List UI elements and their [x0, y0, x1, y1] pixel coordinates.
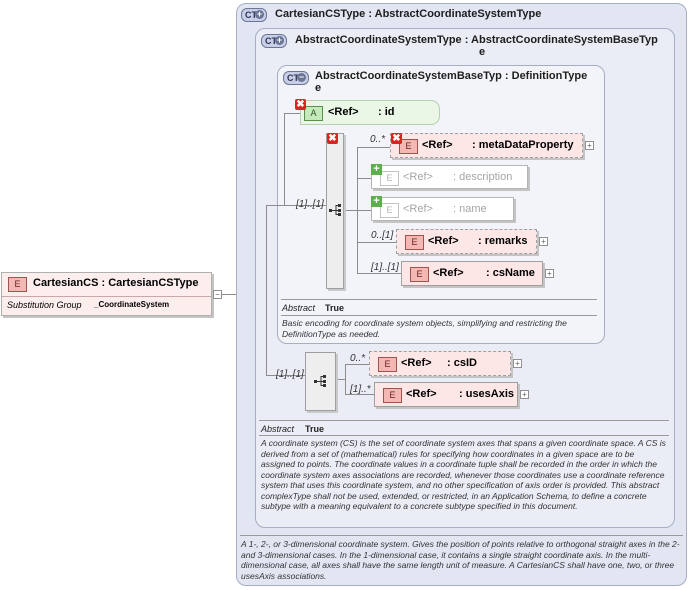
metadataproperty-cardinality: 0..* [370, 134, 386, 145]
element-ref: <Ref> [433, 267, 464, 279]
annotation-divider [240, 535, 683, 536]
attribute-ref: <Ref> [328, 106, 359, 118]
element-name: : csName [486, 267, 535, 279]
connector [357, 242, 396, 243]
usesaxis-cardinality: [1]..* [350, 384, 371, 395]
prohibited-x-icon: ✖ [391, 133, 402, 144]
element-ref: <Ref> [403, 203, 433, 215]
seq2-cardinality: [1]..[1] [276, 369, 304, 380]
substitution-group-value: _CoordinateSystem [94, 300, 170, 309]
expand-plus-icon[interactable]: + [539, 237, 548, 246]
optional-plus-icon: + [371, 196, 382, 207]
annotation-divider [259, 435, 669, 436]
root-divider [2, 296, 211, 297]
element-icon: E [405, 235, 424, 250]
mid-abstract-label: Abstract [261, 424, 295, 434]
element-icon: E [383, 388, 402, 403]
connector [345, 394, 374, 395]
sequence-compositor-2[interactable] [305, 352, 336, 411]
connector [284, 113, 300, 114]
connector [357, 178, 371, 179]
attribute-name: : id [378, 106, 395, 118]
sequence-icon [314, 375, 328, 387]
outer-annotation-text: A 1-, 2-, or 3-dimensional coordinate sy… [241, 539, 680, 581]
annotation-divider [281, 299, 597, 300]
optional-plus-icon: + [371, 164, 382, 175]
csid-cardinality: 0..* [350, 353, 366, 364]
ct-badge-icon[interactable]: CT− [283, 71, 309, 85]
element-csid[interactable]: E <Ref> : csID [369, 351, 511, 376]
substitution-group-label: Substitution Group [7, 300, 82, 310]
element-icon: E [399, 139, 418, 154]
annotation-divider [281, 315, 597, 316]
element-name: : metaDataProperty [472, 139, 574, 151]
ct-mid-title-line2: e [479, 46, 486, 58]
element-icon: E [380, 203, 399, 218]
element-icon: E [378, 357, 397, 372]
sequence-compositor-1[interactable] [326, 133, 344, 289]
ct-badge-icon[interactable]: CT+ [241, 8, 267, 22]
ct-badge-icon[interactable]: CT+ [261, 34, 287, 48]
connector [266, 375, 305, 376]
connector [357, 147, 390, 148]
mid-annotation-text: A coordinate system (CS) is the set of c… [261, 438, 666, 511]
prohibited-x-icon: ✖ [295, 99, 306, 110]
element-ref: <Ref> [406, 388, 437, 400]
root-collapse-icon[interactable]: − [213, 290, 222, 299]
connector [266, 205, 284, 206]
expand-plus-icon[interactable]: + [513, 359, 522, 368]
connector [345, 364, 369, 365]
mid-abstract-value: True [305, 424, 325, 434]
element-ref: <Ref> [401, 357, 432, 369]
root-element-title: CartesianCS : CartesianCSType [33, 277, 199, 289]
prohibited-x-icon: ✖ [327, 133, 338, 144]
element-name: : description [453, 171, 513, 183]
attribute-id[interactable]: A <Ref> : id [300, 100, 440, 125]
ct-outer-title: CartesianCSType : AbstractCoordinateSyst… [275, 8, 542, 20]
root-connector [222, 294, 236, 295]
inner-abstract-value: True [325, 303, 345, 313]
element-remarks[interactable]: E <Ref> : remarks [396, 229, 537, 254]
inner-abstract-label: Abstract [282, 303, 316, 313]
element-name: : remarks [478, 235, 528, 247]
element-csname[interactable]: E <Ref> : csName [401, 261, 543, 286]
element-description[interactable]: E <Ref> : description [371, 165, 528, 189]
expand-plus-icon[interactable]: + [585, 141, 594, 150]
element-icon: E [410, 267, 429, 282]
element-usesaxis[interactable]: E <Ref> : usesAxis [374, 382, 518, 407]
sequence-icon [329, 204, 341, 216]
element-icon: E [8, 277, 27, 292]
seq1-cardinality: [1]..[1] [296, 199, 324, 210]
connector [357, 210, 371, 211]
element-name: : usesAxis [459, 388, 515, 400]
connector [344, 210, 357, 211]
remarks-cardinality: 0..[1] [371, 230, 394, 241]
connector [345, 364, 346, 394]
csname-cardinality: [1]..[1] [371, 262, 399, 273]
attribute-icon: A [304, 106, 323, 121]
element-metadataproperty[interactable]: E <Ref> : metaDataProperty [390, 133, 583, 158]
element-name: : csID [447, 357, 477, 369]
ct-inner-title-line1: AbstractCoordinateSystemBaseTyp : Defini… [315, 70, 588, 82]
connector [266, 205, 267, 375]
element-name-ghost[interactable]: E <Ref> : name [371, 197, 514, 221]
ct-mid-title-line1: AbstractCoordinateSystemType : AbstractC… [295, 34, 658, 46]
element-name: : name [453, 203, 487, 215]
connector [357, 273, 401, 274]
connector [336, 379, 345, 380]
element-icon: E [380, 171, 399, 186]
connector [284, 113, 285, 205]
element-ref: <Ref> [428, 235, 459, 247]
element-ref: <Ref> [422, 139, 453, 151]
element-ref: <Ref> [403, 171, 433, 183]
inner-annotation-text: Basic encoding for coordinate system obj… [282, 318, 567, 339]
root-element-box[interactable]: E CartesianCS : CartesianCSType Substitu… [1, 272, 212, 316]
ct-inner-title-line2: e [315, 82, 322, 94]
expand-plus-icon[interactable]: + [545, 269, 554, 278]
annotation-divider [259, 420, 669, 421]
connector [284, 205, 326, 206]
expand-plus-icon[interactable]: + [520, 390, 529, 399]
